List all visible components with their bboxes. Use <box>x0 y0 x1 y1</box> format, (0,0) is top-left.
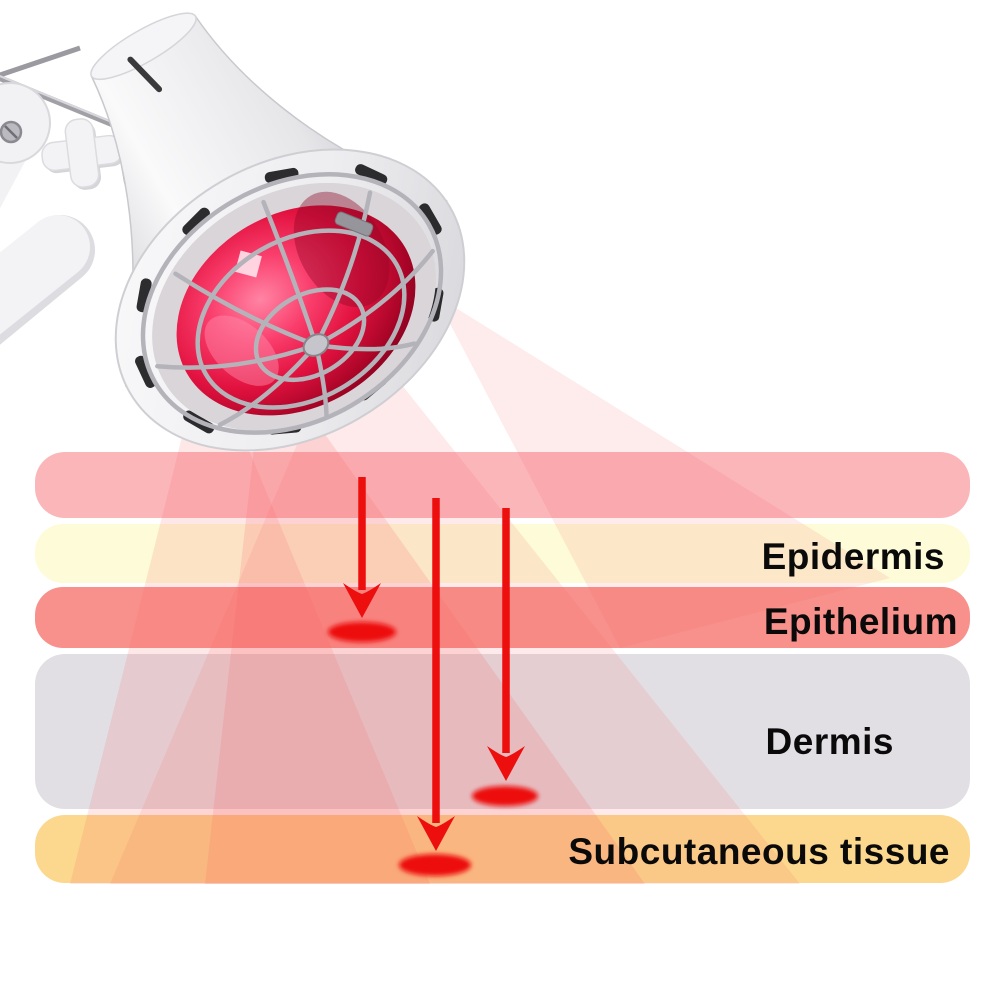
beam-wedge-right <box>435 295 890 648</box>
label-subcutaneous: Subcutaneous tissue <box>568 831 950 872</box>
absorption-spot-epithelium <box>328 622 396 642</box>
infrared-lamp-head <box>90 12 466 452</box>
absorption-spots <box>328 622 538 876</box>
beam-wedge-wide <box>110 320 800 884</box>
rim-slot <box>418 203 442 235</box>
absorption-spot-dermis <box>472 786 538 806</box>
cage-spoke <box>155 342 319 370</box>
beam-wedge-left <box>70 345 430 884</box>
cross-wing-knob <box>41 118 125 190</box>
cage-ring-outer <box>140 172 444 435</box>
neck-vent-slot <box>127 56 163 93</box>
layer-subcutaneous <box>35 815 970 883</box>
layer-surface <box>35 452 970 518</box>
beam-wedge-core <box>205 350 645 884</box>
arm-white-bar-lower <box>0 215 90 335</box>
label-epidermis: Epidermis <box>761 536 945 577</box>
penetration-arrows <box>343 477 525 851</box>
penetration-arrow-head-3 <box>487 746 525 781</box>
lamp-neck-cap <box>90 12 197 81</box>
rim-slot <box>355 164 388 186</box>
rod-clamp <box>334 211 374 237</box>
label-epithelium: Epithelium <box>763 601 958 642</box>
label-dermis: Dermis <box>765 721 894 762</box>
cage-ring-middle <box>195 228 407 410</box>
cage-spoke <box>217 342 319 427</box>
absorption-spot-subcutaneous <box>399 854 471 876</box>
penetration-arrow-head-1 <box>343 583 381 618</box>
arm-chrome-hook <box>0 45 81 78</box>
bulb-sparkle <box>234 250 262 278</box>
cage-spoke <box>313 190 373 348</box>
wire-cage <box>140 172 444 435</box>
knob-arm-vertical <box>64 118 100 188</box>
cage-ring-inner <box>253 287 367 383</box>
rim-slot <box>182 207 210 236</box>
rim-slot <box>135 355 157 388</box>
infrared-light-beam <box>70 295 890 884</box>
cage-spoke <box>313 248 435 348</box>
cage-spoke <box>173 271 319 348</box>
penetration-arrow-head-2 <box>417 816 455 851</box>
cage-spoke <box>261 199 319 348</box>
pivot-screw-slot <box>4 125 18 139</box>
cage-hub <box>302 333 330 357</box>
